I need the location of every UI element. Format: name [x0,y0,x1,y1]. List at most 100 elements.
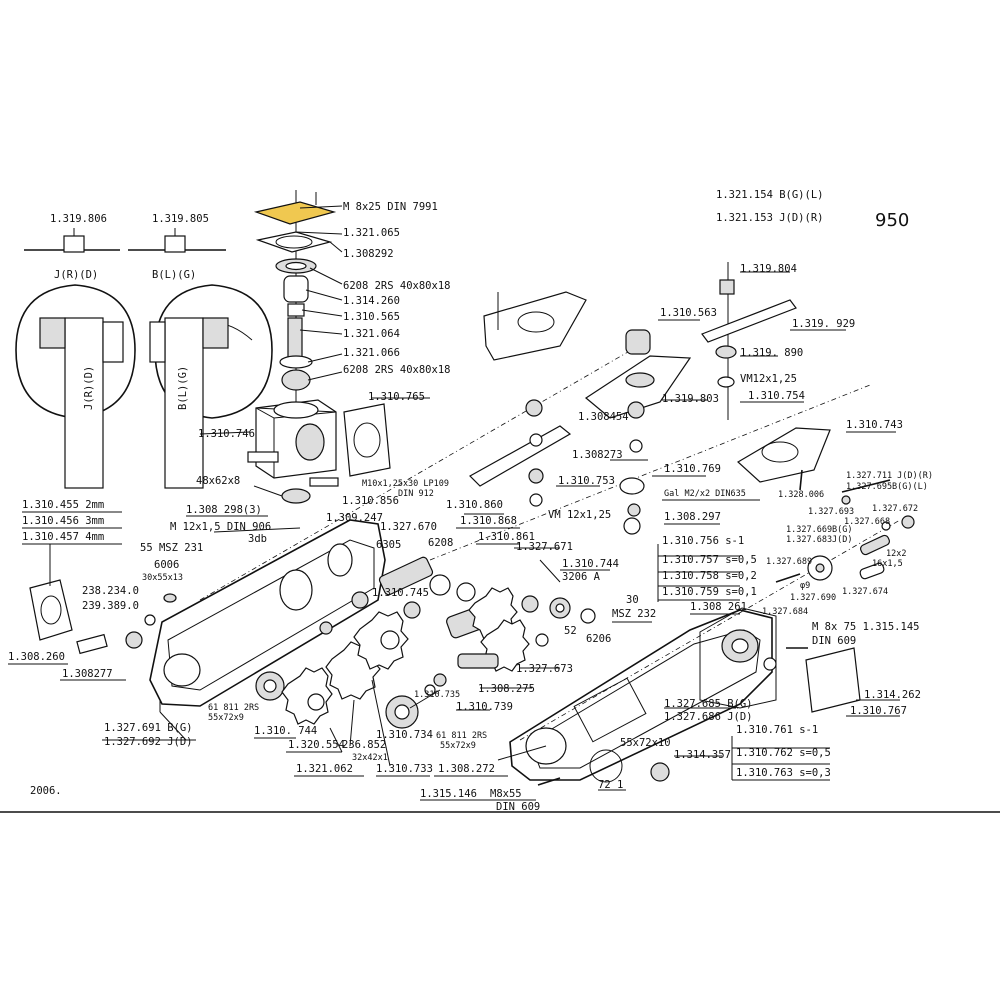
label-1319929: 1.319. 929 [792,318,855,330]
plate-1310743[interactable] [736,427,831,483]
label-blg: B(L)(G) [152,269,196,281]
bearing-6006[interactable] [163,593,177,603]
label-1308292: 1.308292 [343,248,394,260]
label-61811b: 61 811 2RS [436,731,487,741]
seal-48x62x8[interactable] [281,488,311,504]
label-1327690: 1.327.690 [790,593,836,603]
label-52: 52 [564,625,577,637]
label-1310744b: 1.310.744 [562,558,619,570]
label-1310860: 1.310.860 [446,499,503,511]
label-1327711: 1.327.711 J(D)(R) [846,471,933,481]
knob-1327672[interactable] [901,515,915,529]
label-1310762: 1.310.762 s=0,5 [736,747,831,759]
bolt-1327689[interactable] [775,573,801,583]
label-vm12a: VM 12x1,25 [548,509,611,521]
label-1319890: 1.319. 890 [740,347,803,359]
sprocket-1310744[interactable] [281,667,333,725]
disc-1310769[interactable] [619,477,645,495]
label-m12x15: M 12x1,5 DIN 906 [170,521,271,533]
label-din609a: DIN 609 [496,801,540,813]
bearing-6208[interactable] [283,275,309,303]
blade-holder-jrd[interactable] [64,317,104,489]
label-12x2: 12x2 [886,549,906,559]
label-m8x25: M 8x25 DIN 7991 [343,201,438,213]
lever-1327711[interactable] [841,479,891,493]
blade-view-blg-large [149,284,273,489]
label-1308273: 1.308273 [572,449,623,461]
shaft-1308275[interactable] [457,653,499,669]
top-cover-plate-highlighted[interactable] [253,201,337,225]
label-1310457: 1.310.457 4mm [22,531,104,543]
circlip-721[interactable] [589,749,623,783]
spring-1327674[interactable] [859,562,885,580]
pin-1328006[interactable] [799,469,803,491]
label-1319804: 1.319.804 [740,263,797,275]
gasket-1310455[interactable] [29,579,73,641]
label-1310745: 1.310.745 [372,587,429,599]
label-1308298: 1.308 298(3) [186,504,262,516]
label-1321064: 1.321.064 [343,328,400,340]
label-16x15: 16x1,5 [872,559,903,569]
label-1308277: 1.308277 [62,668,113,680]
label-m8x75: M 8x 75 1.315.145 [812,621,919,633]
label-phi9: φ9 [800,581,810,591]
label-30: 30 [626,594,639,606]
label-din912: DIN 912 [398,489,434,499]
label-55x72a: 55x72x9 [208,713,244,723]
rotor-flange-assembly [469,291,692,535]
label-1310739: 1.310.739 [456,701,513,713]
label-din609b: DIN 609 [812,635,856,647]
label-1320554: 1.320.554 [288,739,345,751]
label-1310765: 1.310.765 [368,391,425,403]
centerline [199,344,641,601]
label-1314262: 1.314.262 [864,689,921,701]
label-1310868: 1.310.868 [460,515,517,527]
label-1327670: 1.327.670 [380,521,437,533]
plate-1310563-top[interactable] [483,291,587,361]
label-1310759: 1.310.759 s=0,1 [662,586,757,598]
hub-1310563[interactable] [625,329,651,355]
blade-assembly-right [701,262,831,483]
seal-1308277[interactable] [125,631,143,649]
label-1327674: 1.327.674 [842,587,888,597]
bolt-1319804[interactable] [719,279,735,295]
label-55x72b: 55x72x9 [440,741,476,751]
label-1327693: 1.327.693 [808,507,854,517]
gear-train [255,556,596,729]
centerline [429,384,871,561]
shaft-1310860[interactable] [378,556,434,596]
label-1310856: 1.310.856 [342,495,399,507]
label-1310754: 1.310.754 [748,390,805,402]
label-1310761: 1.310.761 s-1 [736,724,818,736]
label-1310456: 1.310.456 3mm [22,515,104,527]
cover-plate-1310765[interactable] [343,403,391,477]
label-m10: M10x1,25x30 LP109 [362,479,449,489]
label-1310769: 1.310.769 [664,463,721,475]
label-30x55: 30x55x13 [142,573,183,583]
label-1327692: 1.327.692 J(D) [104,736,193,748]
label-721: 72 1 [598,779,623,791]
blade-1310753[interactable] [469,425,572,487]
housing-bore-left[interactable] [163,653,201,687]
key-1308260[interactable] [76,633,108,655]
centerline [519,519,901,741]
bolt-1315146[interactable] [537,777,561,786]
label-1319806: 1.319.806 [50,213,107,225]
label-1321065: 1.321.065 [343,227,400,239]
adjuster-parts [775,469,915,583]
bushing-1327669[interactable] [859,534,890,556]
label-jrd: J(R)(D) [54,269,98,281]
blade-1319929[interactable] [701,299,797,343]
blade-holder-blg[interactable] [164,317,204,489]
seal-55x72x10[interactable] [650,762,670,782]
label-55x72x10: 55x72x10 [620,737,671,749]
label-3db: 3db [248,533,267,545]
label-1310758: 1.310.758 s=0,2 [662,570,757,582]
label-6208a: 6208 2RS 40x80x18 [343,280,450,292]
label-1310565: 1.310.565 [343,311,400,323]
cover-1314262[interactable] [805,647,861,713]
label-55msz: 55 MSZ 231 [140,542,203,554]
pinion-shaft[interactable] [287,317,303,359]
